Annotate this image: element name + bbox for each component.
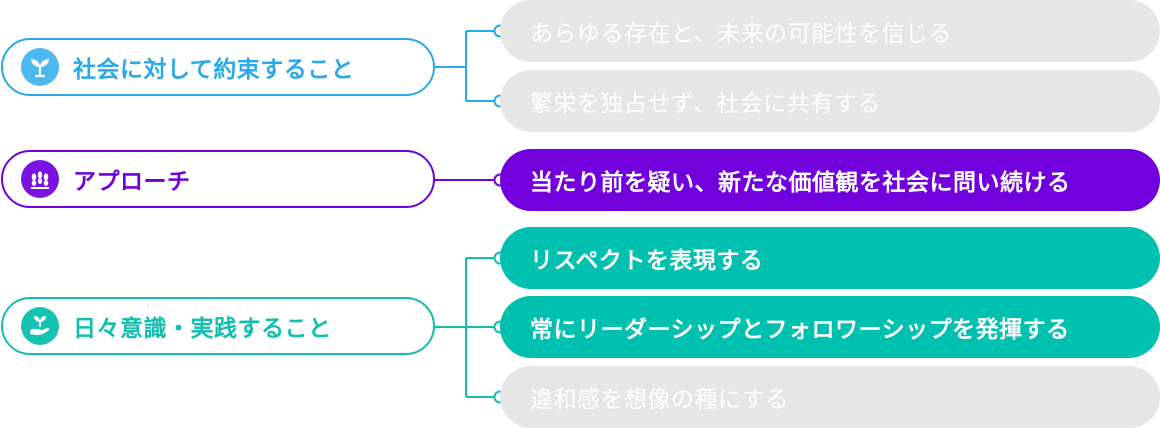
item-text: あらゆる存在と、未来の可能性を信じる	[530, 21, 953, 47]
category-label: 日々意識・実践すること	[73, 316, 332, 342]
item-text: 常にリーダーシップとフォロワーシップを発揮する	[530, 317, 1070, 343]
item-text: リスペクトを表現する	[530, 248, 764, 274]
item-leadership-followership: 常にリーダーシップとフォロワーシップを発揮する	[500, 296, 1160, 358]
hand-sprout-icon	[21, 307, 59, 345]
category-approach: アプローチ	[1, 150, 435, 208]
item-discomfort-seed: 違和感を想像の種にする	[500, 366, 1160, 428]
item-share-prosperity: 繁栄を独占せず、社会に共有する	[500, 70, 1160, 132]
category-daily-practice: 日々意識・実践すること	[1, 297, 435, 355]
category-promise: 社会に対して約束すること	[1, 38, 435, 96]
wheat-icon	[21, 160, 59, 198]
item-believe-in-potential: あらゆる存在と、未来の可能性を信じる	[500, 0, 1160, 62]
sprout-icon	[21, 48, 59, 86]
item-text: 繁栄を独占せず、社会に共有する	[530, 91, 881, 117]
item-text: 当たり前を疑い、新たな価値観を社会に問い続ける	[530, 170, 1071, 196]
item-express-respect: リスペクトを表現する	[500, 227, 1160, 289]
category-label: 社会に対して約束すること	[73, 57, 355, 83]
item-question-norms: 当たり前を疑い、新たな価値観を社会に問い続ける	[500, 149, 1160, 211]
category-label: アプローチ	[73, 169, 191, 195]
item-text: 違和感を想像の種にする	[530, 387, 789, 413]
